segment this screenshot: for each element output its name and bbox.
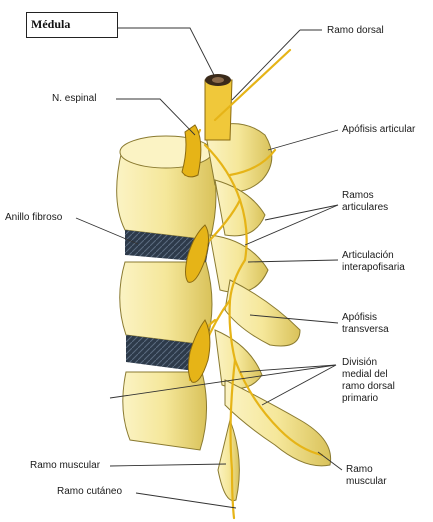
label-ramo-muscular-left: Ramo muscular	[30, 460, 100, 472]
label-division-medial: División medial del ramo dorsal primario	[342, 357, 395, 405]
label-ramo-cutaneo: Ramo cutáneo	[57, 486, 122, 498]
label-ramo-muscular-right: Ramo muscular	[346, 464, 387, 488]
label-ramo-dorsal: Ramo dorsal	[327, 25, 384, 37]
label-anillo-fibroso: Anillo fibroso	[5, 212, 62, 224]
vertebral-body-column	[117, 136, 216, 450]
label-n-espinal: N. espinal	[52, 93, 96, 105]
title-box-medula: Médula	[26, 12, 118, 38]
posterior-elements	[205, 124, 331, 501]
label-apofisis-transversa: Apófisis transversa	[342, 312, 389, 336]
label-ramos-articulares: Ramos articulares	[342, 190, 388, 214]
label-apofisis-articular: Apófisis articular	[342, 124, 415, 136]
label-articulacion-interapofisaria: Articulación interapofisaria	[342, 250, 405, 274]
